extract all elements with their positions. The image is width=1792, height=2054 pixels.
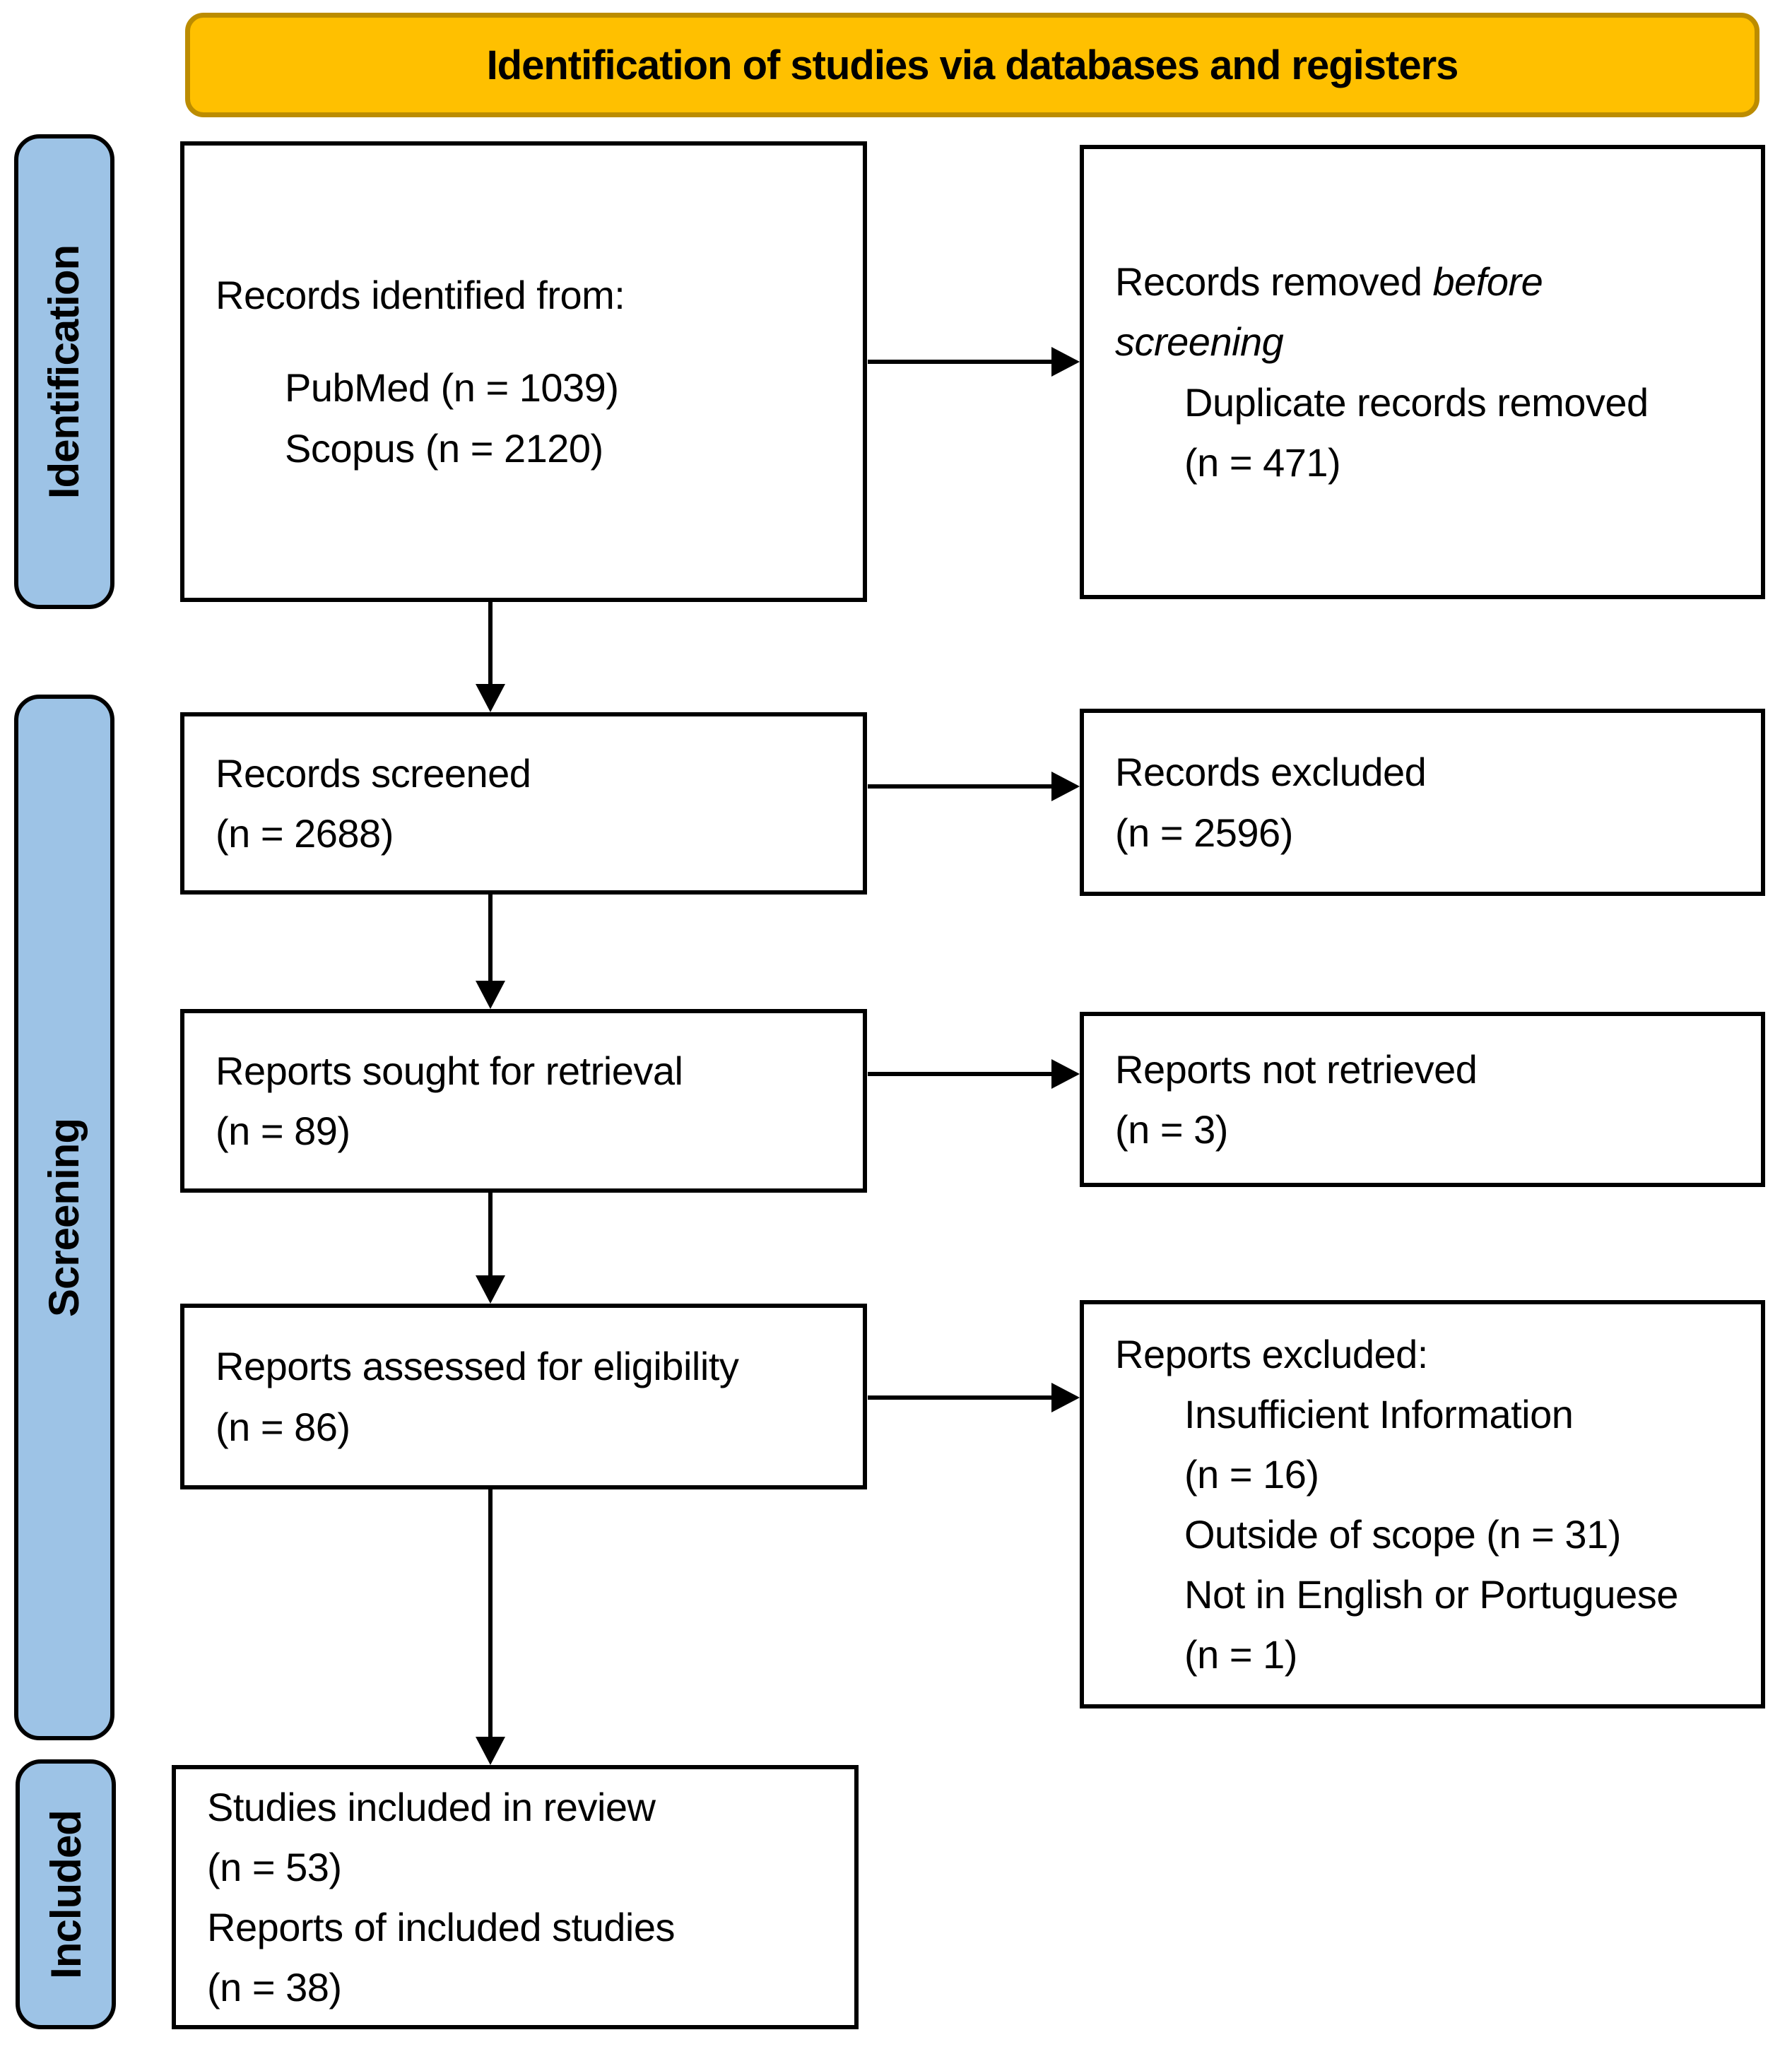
records-screened-box: Records screened (n = 2688) (180, 712, 867, 895)
box-text-segment: (n = 2596) (1115, 810, 1293, 855)
box-text-line: (n = 2596) (1084, 803, 1761, 863)
arrow-assessed-to-reports-excluded (868, 1395, 1053, 1400)
box-text-line: Outside of scope (n = 31) (1084, 1504, 1761, 1564)
box-text-line: PubMed (n = 1039) (184, 358, 863, 418)
header-banner: Identification of studies via databases … (185, 13, 1759, 117)
box-text-line: Records identified from: (184, 265, 863, 325)
box-text-line: Reports assessed for eligibility (184, 1336, 863, 1396)
box-text-segment: Not in English or Portuguese (1184, 1572, 1678, 1617)
box-text-line: Reports sought for retrieval (184, 1041, 863, 1101)
box-text-segment: (n = 471) (1184, 439, 1341, 485)
arrow-screened-to-sought (488, 895, 493, 982)
box-text-segment: (n = 38) (207, 1965, 342, 2010)
arrowhead-down-icon (476, 684, 505, 712)
arrowhead-right-icon (1051, 1059, 1080, 1089)
box-text-segment: Outside of scope (n = 31) (1184, 1512, 1621, 1557)
box-text-segment: screening (1115, 319, 1284, 365)
box-text-line: Reports excluded: (1084, 1324, 1761, 1384)
box-text-segment: Records screened (216, 750, 531, 796)
stage-label-identification: Identification (14, 134, 114, 609)
arrowhead-down-icon (476, 981, 505, 1009)
box-text-line: Reports not retrieved (1084, 1039, 1761, 1099)
arrow-sought-to-not-retrieved (868, 1072, 1053, 1076)
arrow-assessed-to-included (488, 1489, 493, 1738)
arrowhead-right-icon (1051, 347, 1080, 377)
arrowhead-right-icon (1051, 1383, 1080, 1412)
box-text-line: (n = 471) (1084, 432, 1761, 492)
box-text-line: Studies included in review (176, 1777, 854, 1837)
box-text-line: Records removed before (1084, 252, 1761, 312)
arrow-sought-to-assessed (488, 1193, 493, 1277)
box-text-line: (n = 2688) (184, 803, 863, 863)
box-text-segment: Scopus (n = 2120) (285, 425, 603, 471)
box-text-segment: Records identified from: (216, 273, 625, 318)
box-text-segment: Insufficient Information (1184, 1391, 1574, 1436)
reports-excluded-box: Reports excluded: Insufficient Informatio… (1080, 1300, 1765, 1708)
box-text-segment: Duplicate records removed (1184, 379, 1649, 425)
arrowhead-down-icon (476, 1275, 505, 1304)
reports-assessed-box: Reports assessed for eligibility (n = 86) (180, 1304, 867, 1489)
stage-label-text: Included (42, 1810, 90, 1979)
box-text-segment: before (1432, 259, 1543, 305)
box-text-line: Reports of included studies (176, 1897, 854, 1957)
header-title: Identification of studies via databases … (486, 42, 1459, 88)
arrow-identified-to-removed (868, 360, 1053, 364)
box-text-line: Duplicate records removed (1084, 372, 1761, 432)
box-text-segment: Reports sought for retrieval (216, 1048, 683, 1093)
box-text-line: (n = 89) (184, 1101, 863, 1161)
box-text-line: Scopus (n = 2120) (184, 418, 863, 478)
box-text-line: Insufficient Information (1084, 1384, 1761, 1444)
box-text-segment: Reports of included studies (207, 1905, 676, 1949)
reports-not-retrieved-box: Reports not retrieved (n = 3) (1080, 1012, 1765, 1187)
box-text-line: screening (1084, 312, 1761, 372)
reports-sought-box: Reports sought for retrieval (n = 89) (180, 1009, 867, 1193)
box-text-segment: Records excluded (1115, 750, 1427, 795)
box-text-segment: PubMed (n = 1039) (285, 365, 619, 411)
box-text-segment: (n = 89) (216, 1109, 350, 1153)
box-text-line: (n = 53) (176, 1837, 854, 1897)
box-text-line: (n = 86) (184, 1397, 863, 1457)
stage-label-text: Screening (40, 1118, 88, 1317)
arrowhead-down-icon (476, 1737, 505, 1765)
arrow-screened-to-excluded (868, 784, 1053, 789)
box-text-segment: Reports assessed for eligibility (216, 1344, 739, 1389)
box-text-line: (n = 38) (176, 1957, 854, 2017)
stage-label-included: Included (16, 1759, 116, 2029)
box-text-segment: (n = 1) (1184, 1632, 1297, 1677)
stage-label-text: Identification (40, 244, 88, 499)
arrow-identified-to-screened (488, 602, 493, 687)
box-text-line: Records screened (184, 743, 863, 803)
box-text-segment: (n = 2688) (216, 811, 394, 856)
box-text-line: (n = 1) (1084, 1624, 1761, 1684)
box-text-line: (n = 3) (1084, 1099, 1761, 1159)
box-text-segment: (n = 3) (1115, 1107, 1228, 1152)
stage-label-screening: Screening (14, 695, 114, 1740)
box-text-segment: Reports excluded: (1115, 1331, 1428, 1376)
box-text-segment: (n = 16) (1184, 1451, 1319, 1497)
box-text-segment: Records removed (1115, 259, 1433, 305)
box-text-segment: (n = 86) (216, 1404, 350, 1449)
box-text-segment: Reports not retrieved (1115, 1046, 1478, 1092)
box-text-line: Not in English or Portuguese (1084, 1564, 1761, 1624)
box-text-segment: (n = 53) (207, 1844, 342, 1889)
records-excluded-box: Records excluded (n = 2596) (1080, 709, 1765, 896)
records-identified-box: Records identified from: PubMed (n = 1039… (180, 141, 867, 602)
box-text-line: Records excluded (1084, 742, 1761, 802)
box-text-line: (n = 16) (1084, 1444, 1761, 1504)
box-text-segment: Studies included in review (207, 1784, 656, 1829)
studies-included-box: Studies included in review (n = 53) Report… (172, 1765, 859, 2029)
arrowhead-right-icon (1051, 772, 1080, 801)
